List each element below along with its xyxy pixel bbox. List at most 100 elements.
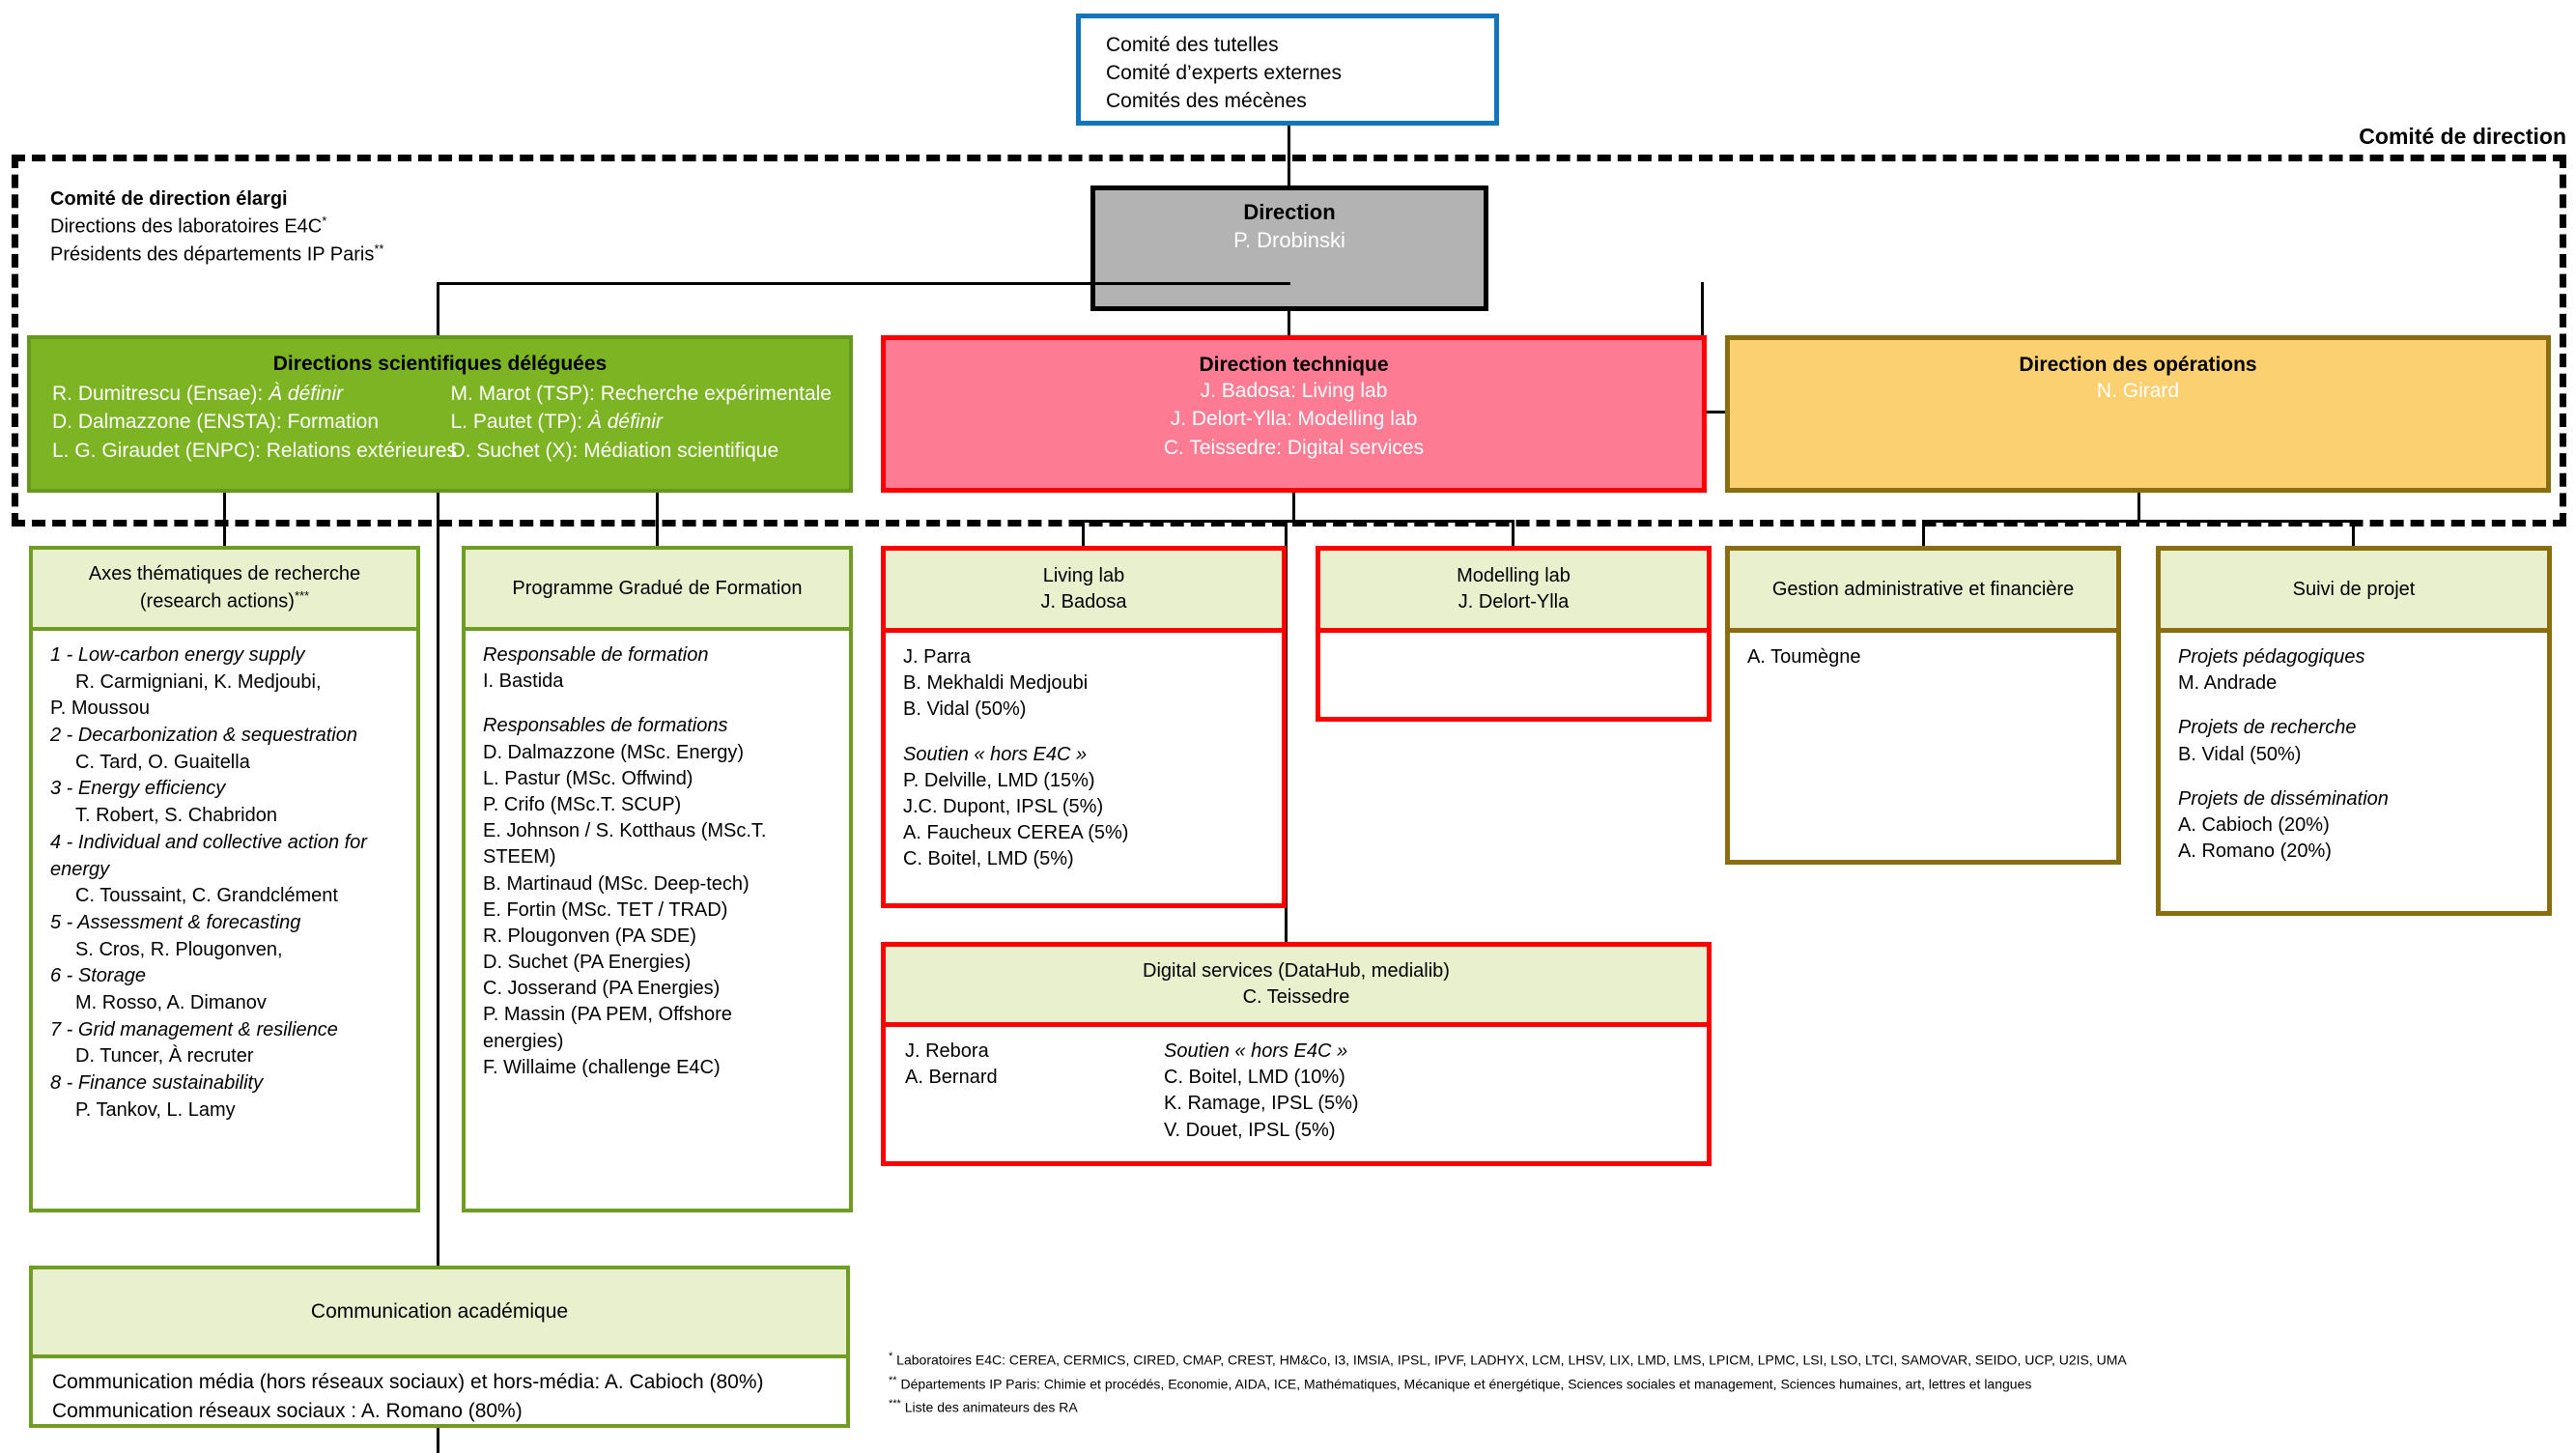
suivi-group-label: Projets de dissémination xyxy=(2178,787,2389,810)
comite-line: Comités des mécènes xyxy=(1106,89,1307,112)
living-lab-card: Living lab J. Badosa J. Parra B. Mekhald… xyxy=(881,546,1287,908)
dt-line: C. Teissedre: Digital services xyxy=(1163,436,1425,459)
dsd-entry: M. Marot (TSP): Recherche expérimentale xyxy=(450,383,832,405)
modelling-lab-header: Modelling lab J. Delort-Ylla xyxy=(1320,551,1707,633)
axes-list: 1 - Low-carbon energy supply R. Carmigni… xyxy=(33,631,416,1124)
communication-title: Communication académique xyxy=(310,1299,569,1323)
connector-dt-bus xyxy=(1082,520,1514,523)
formation-person: F. Willaime (challenge E4C) xyxy=(483,1056,721,1078)
communication-line: Communication réseaux sociaux : A. Roman… xyxy=(52,1400,523,1423)
dsd-entry: D. Dalmazzone (ENSTA): Formation xyxy=(52,411,380,434)
gestion-title: Gestion administrative et financière xyxy=(1771,578,2075,600)
formation-person: B. Martinaud (MSc. Deep-tech) xyxy=(483,872,750,895)
connector-dop-trunk xyxy=(2137,493,2140,522)
dt-line: J. Badosa: Living lab xyxy=(1200,380,1388,402)
gestion-body: A. Toumègne xyxy=(1730,633,2116,670)
formation-person: D. Suchet (PA Energies) xyxy=(483,952,692,974)
footnote-marker: * xyxy=(889,1351,893,1362)
connector-direction-left-vertical xyxy=(437,282,439,1453)
axes-item: 1 - Low-carbon energy supply R. Carmigni… xyxy=(50,644,322,720)
connector-direction-right-horizontal xyxy=(1701,411,1730,413)
codir-elargi-title: Comité de direction élargi xyxy=(50,188,288,210)
dsd-column-2: M. Marot (TSP): Recherche expérimentale … xyxy=(451,380,850,465)
comite-de-direction-label: Comité de direction xyxy=(2359,124,2566,149)
modelling-lab-lead: J. Delort-Ylla xyxy=(1458,591,1570,613)
direction-person: P. Drobinski xyxy=(1233,228,1345,252)
suivi-person: A. Romano (20%) xyxy=(2178,840,2332,863)
comites-tutelles-lines: Comité des tutelles Comité d’experts ext… xyxy=(1081,18,1494,116)
formation-person: I. Bastida xyxy=(483,670,564,693)
communication-line: Communication média (hors réseaux sociau… xyxy=(52,1371,764,1393)
footnote-marker: ** xyxy=(374,242,384,257)
connector-dsd-down xyxy=(223,493,226,546)
gestion-member: A. Toumègne xyxy=(1747,646,1861,668)
modelling-lab-card: Modelling lab J. Delort-Ylla xyxy=(1316,546,1712,722)
axes-header: Axes thématiques de recherche (research … xyxy=(33,550,416,631)
formation-person: P. Crifo (MSc.T. SCUP) xyxy=(483,793,682,815)
living-lab-member: B. Vidal (50%) xyxy=(903,698,1027,721)
spacer xyxy=(2178,768,2547,786)
formation-person: C. Josserand (PA Energies) xyxy=(483,978,721,1000)
axes-item: 6 - Storage M. Rosso, A. Dimanov xyxy=(50,965,267,1013)
suivi-person: A. Cabioch (20%) xyxy=(2178,813,2330,836)
dsd-entry: R. Dumitrescu (Ensae): À définir xyxy=(52,383,344,405)
direction-box: Direction P. Drobinski xyxy=(1090,185,1488,311)
formation-person: L. Pastur (MSc. Offwind) xyxy=(483,767,694,789)
connector-livinglab-down xyxy=(1082,520,1085,546)
formation-person: P. Massin (PA PEM, Offshore xyxy=(483,1004,732,1026)
connector-form-down xyxy=(656,493,659,546)
axes-item: 3 - Energy efficiency T. Robert, S. Chab… xyxy=(50,778,277,827)
formation-person: energies) xyxy=(483,1030,564,1052)
dsd-entry: L. G. Giraudet (ENPC): Relations extérie… xyxy=(52,439,457,462)
dsd-entry: D. Suchet (X): Médiation scientifique xyxy=(450,439,779,462)
suivi-header: Suivi de projet xyxy=(2161,551,2547,633)
axes-item: 8 - Finance sustainability P. Tankov, L.… xyxy=(50,1072,264,1121)
dsd-entry: L. Pautet (TP): À définir xyxy=(450,411,663,434)
living-lab-support: A. Faucheux CEREA (5%) xyxy=(903,822,1129,844)
gestion-administrative-card: Gestion administrative et financière A. … xyxy=(1725,546,2121,865)
footnote-marker: *** xyxy=(294,588,310,604)
living-lab-member: B. Mekhaldi Medjoubi xyxy=(903,672,1089,695)
suivi-body: Projets pédagogiques M. Andrade Projets … xyxy=(2161,633,2547,865)
living-lab-lead: J. Badosa xyxy=(1040,591,1127,613)
digital-services-card: Digital services (DataHub, medialib) C. … xyxy=(881,942,1712,1166)
digital-services-header: Digital services (DataHub, medialib) C. … xyxy=(886,947,1707,1027)
spacer xyxy=(2178,697,2547,715)
living-lab-support-title: Soutien « hors E4C » xyxy=(903,743,1088,765)
axes-item: 2 - Decarbonization & sequestration C. T… xyxy=(50,725,357,773)
spacer xyxy=(903,724,1282,742)
formation-person: D. Dalmazzone (MSc. Energy) xyxy=(483,741,745,763)
communication-academique-card: Communication académique Communication m… xyxy=(29,1266,850,1428)
spacer xyxy=(483,695,849,713)
formation-person: E. Johnson / S. Kotthaus (MSc.T. xyxy=(483,820,767,842)
dop-title: Direction des opérations xyxy=(2019,354,2257,376)
digital-services-member: J. Rebora xyxy=(905,1040,989,1062)
dsd-columns: R. Dumitrescu (Ensae): À définir D. Dalm… xyxy=(31,376,849,465)
connector-direction-trunk xyxy=(1288,311,1290,335)
connector-suivi-down xyxy=(2352,520,2355,546)
dt-title: Direction technique xyxy=(1199,354,1389,376)
digital-services-members: J. Rebora A. Bernard xyxy=(886,1039,1146,1144)
formation-person: STEEM) xyxy=(483,846,556,869)
axes-thematiques-card: Axes thématiques de recherche (research … xyxy=(29,546,420,1212)
connector-gestion-down xyxy=(1922,520,1925,546)
programme-formation-card: Programme Gradué de Formation Responsabl… xyxy=(462,546,853,1212)
connector-modellinglab-down xyxy=(1512,520,1514,546)
direction-technique-box: Direction technique J. Badosa: Living la… xyxy=(881,335,1707,493)
footnote: ** Départements IP Paris: Chimie et proc… xyxy=(889,1374,2032,1392)
communication-header: Communication académique xyxy=(33,1269,846,1358)
formation-body: Responsable de formation I. Bastida Resp… xyxy=(466,631,849,1081)
formation-person: R. Plougonven (PA SDE) xyxy=(483,925,696,947)
footnote: * Laboratoires E4C: CEREA, CERMICS, CIRE… xyxy=(889,1351,2127,1368)
suivi-title: Suivi de projet xyxy=(2292,578,2416,600)
digital-services-support: V. Douet, IPSL (5%) xyxy=(1164,1119,1336,1141)
footnote-marker: *** xyxy=(889,1398,901,1410)
axes-item: 7 - Grid management & resilience D. Tunc… xyxy=(50,1018,338,1068)
living-lab-title: Living lab xyxy=(1042,565,1125,586)
living-lab-header: Living lab J. Badosa xyxy=(886,551,1282,633)
directions-scientifiques-box: Directions scientifiques déléguées R. Du… xyxy=(27,335,853,493)
suivi-person: M. Andrade xyxy=(2178,672,2278,695)
comite-line: Comité des tutelles xyxy=(1106,34,1279,56)
digital-services-support: C. Boitel, LMD (10%) xyxy=(1164,1067,1345,1089)
formation-header: Programme Gradué de Formation xyxy=(466,550,849,631)
